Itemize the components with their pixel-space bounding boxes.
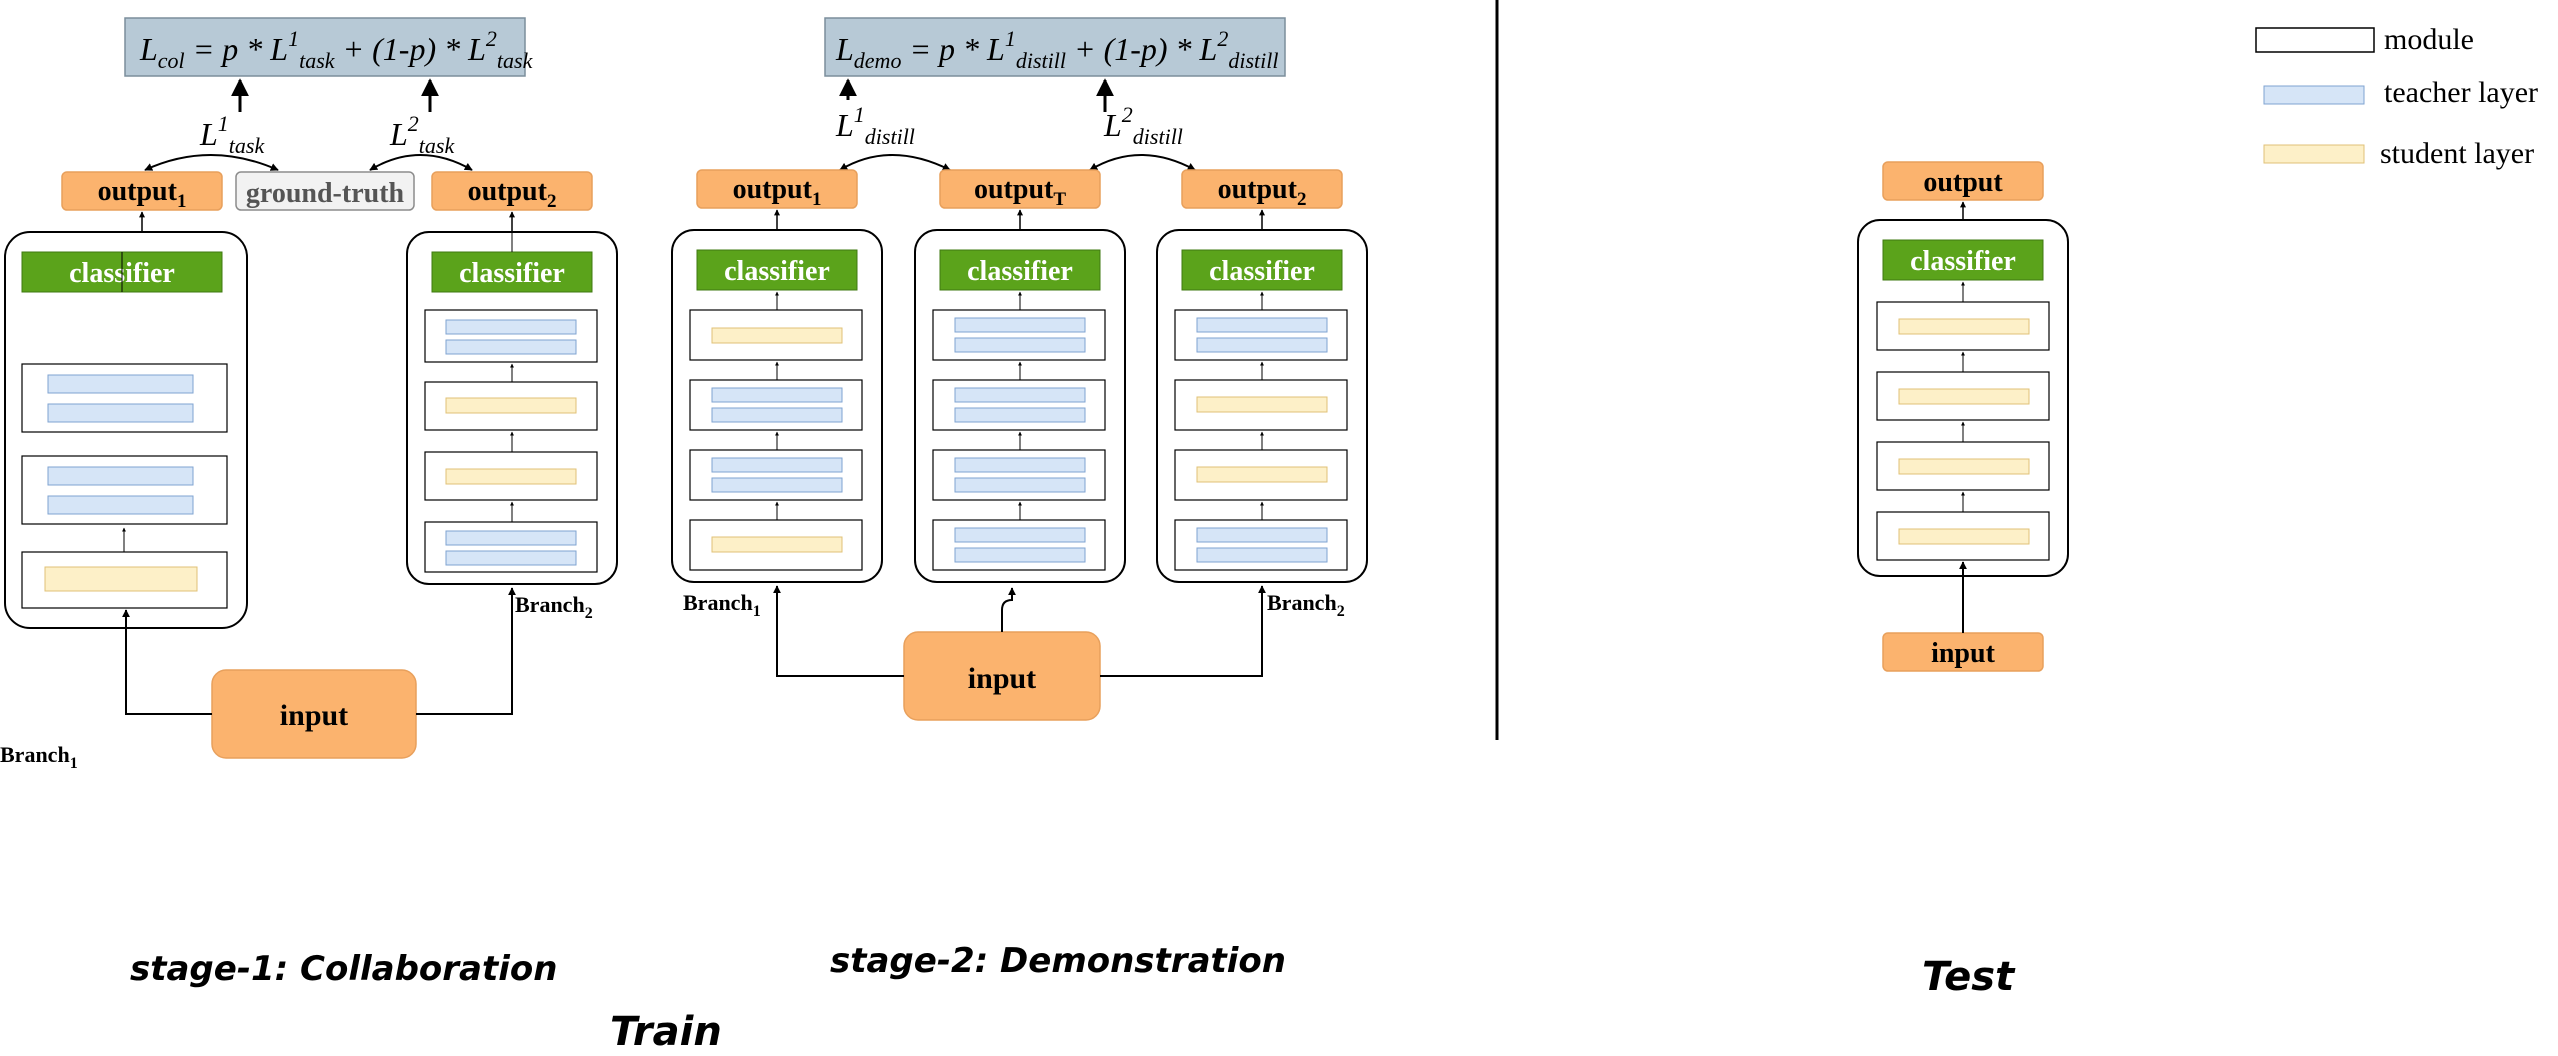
stage2-output1: output1 <box>696 169 858 210</box>
svg-text:Lcol = p * L1task + (1-p) * L2: Lcol = p * L1task + (1-p) * L2task <box>139 26 534 73</box>
test-input: input <box>1882 561 2044 672</box>
svg-text:classifier: classifier <box>967 256 1073 287</box>
stage1-branch2: classifier <box>406 211 618 585</box>
svg-text:input: input <box>1931 638 1995 669</box>
svg-text:Ldemo = p * L1distill + (1-p): Ldemo = p * L1distill + (1-p) * L2distil… <box>835 26 1278 73</box>
loss-label-distill1: L1distill <box>835 102 915 149</box>
stage2-input: input <box>773 585 1266 721</box>
stage1-branch2-label: Branch2 <box>515 592 593 622</box>
stage1-output2: output2 <box>431 171 593 212</box>
test-branch: classifier <box>1857 201 2069 577</box>
svg-text:output1: output1 <box>98 176 187 212</box>
svg-text:output2: output2 <box>1218 174 1307 210</box>
formula-col: Lcol = p * L1task + (1-p) * L2task <box>124 17 534 77</box>
stage1-branch1: classifier <box>4 211 248 629</box>
svg-text:classifier: classifier <box>459 258 565 289</box>
stage1-input: input <box>122 587 516 759</box>
caption-stage1: stage-1: Collaboration <box>130 949 557 989</box>
arrow-output1-outputT <box>839 154 951 171</box>
test-output: output <box>1882 161 2044 201</box>
stage2-branch2: classifier <box>1156 209 1368 583</box>
svg-text:student layer: student layer <box>2380 137 2534 170</box>
svg-text:classifier: classifier <box>724 256 830 287</box>
arrow-output1-groundtruth <box>144 154 279 171</box>
stage2-output2: output2 <box>1181 169 1343 210</box>
svg-text:module: module <box>2384 23 2474 56</box>
stage2-outputT: outputT <box>939 169 1101 210</box>
stage2-branch2-label: Branch2 <box>1267 590 1345 620</box>
stage2-teacher-branch: classifier <box>914 209 1126 583</box>
stage2-branch1-label: Branch1 <box>683 590 761 620</box>
svg-text:input: input <box>280 699 348 732</box>
legend: module teacher layer student layer <box>2255 23 2538 170</box>
legend-student-swatch <box>2263 144 2365 164</box>
stage1-output1: output1 <box>61 171 223 212</box>
legend-teacher-swatch <box>2263 85 2365 105</box>
svg-text:input: input <box>968 662 1036 695</box>
formula-demo: Ldemo = p * L1distill + (1-p) * L2distil… <box>824 17 1286 77</box>
svg-text:outputT: outputT <box>974 174 1066 210</box>
loss-label-task2: L2task <box>389 111 455 158</box>
loss-label-task1: L1task <box>199 111 265 158</box>
svg-text:ground-truth: ground-truth <box>246 178 405 209</box>
ground-truth-box: ground-truth <box>235 171 415 211</box>
stage2-branch1: classifier <box>671 209 883 583</box>
svg-text:output: output <box>1923 167 2003 198</box>
legend-module-swatch <box>2255 27 2375 53</box>
loss-label-distill2: L2distill <box>1103 102 1183 149</box>
caption-train: Train <box>610 1009 722 1055</box>
caption-stage2: stage-2: Demonstration <box>830 941 1286 981</box>
svg-text:classifier: classifier <box>1209 256 1315 287</box>
svg-text:classifier: classifier <box>1910 246 2016 277</box>
svg-text:output2: output2 <box>468 176 557 212</box>
arrow-groundtruth-output2 <box>369 154 473 171</box>
arrow-outputT-output2 <box>1089 154 1196 171</box>
stage1-branch1-label: Branch1 <box>0 742 78 772</box>
caption-test: Test <box>1922 954 2016 1000</box>
svg-text:output1: output1 <box>733 174 822 210</box>
svg-text:teacher layer: teacher layer <box>2384 76 2538 109</box>
